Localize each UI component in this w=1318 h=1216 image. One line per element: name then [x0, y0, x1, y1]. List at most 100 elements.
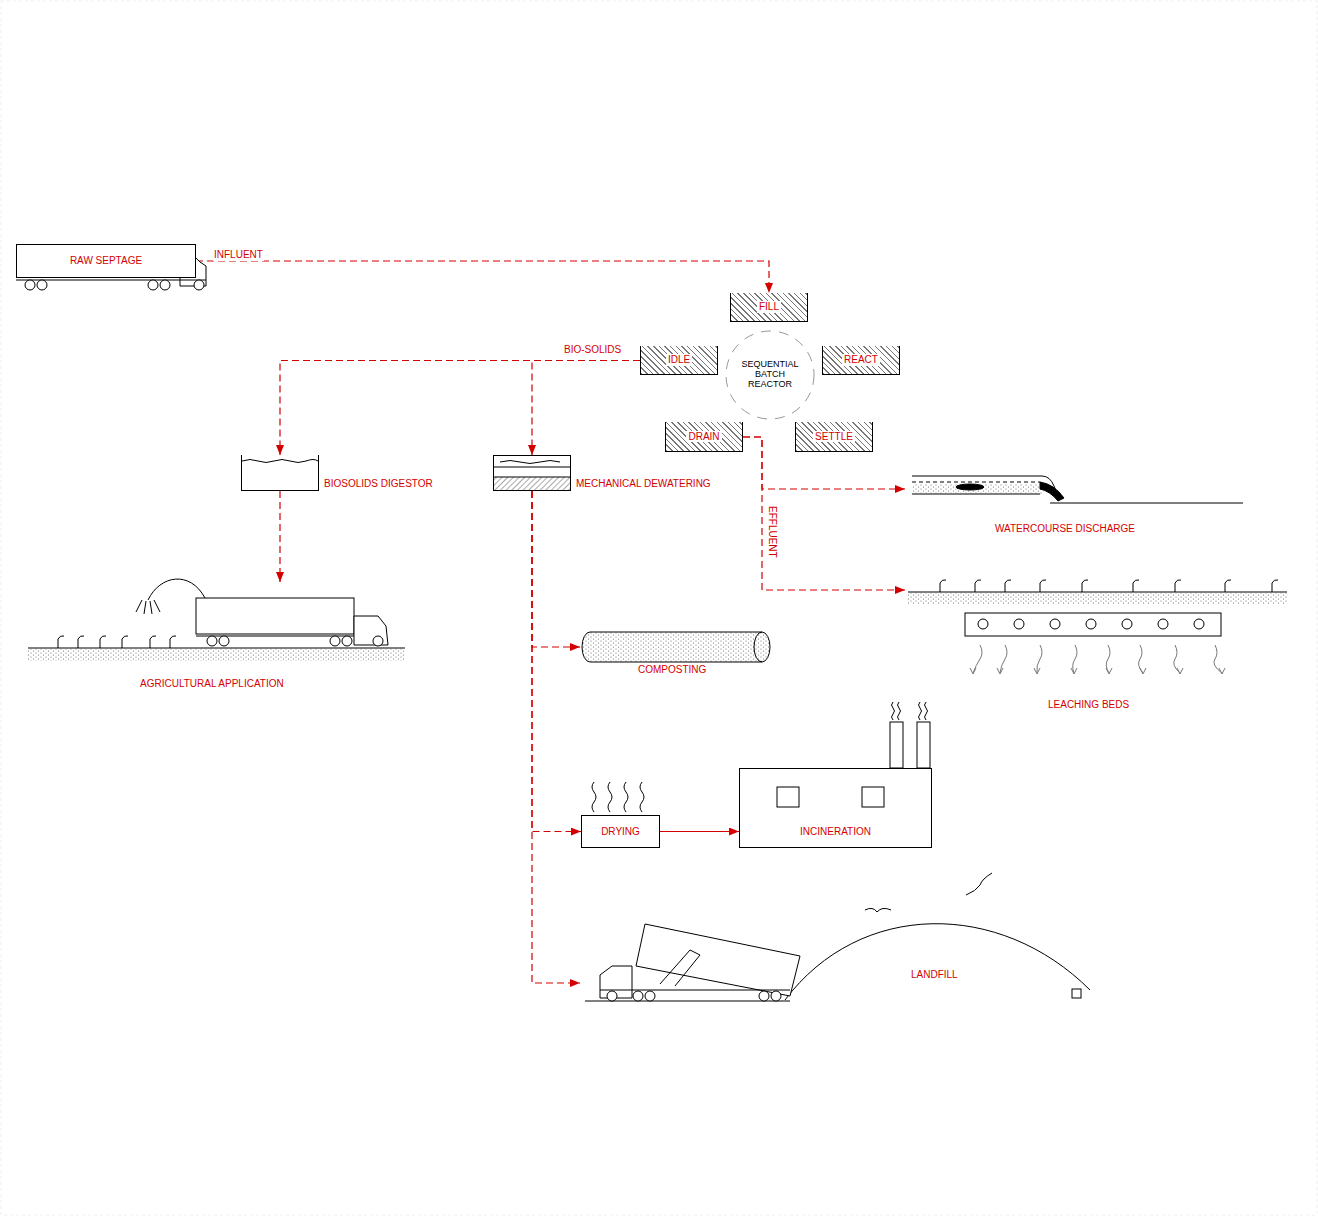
plant-sprout [1133, 580, 1139, 592]
agricultural-scene [330, 636, 340, 646]
septage-truck-cab [37, 280, 47, 290]
leaching-scene [978, 619, 988, 629]
landfill-scene [660, 950, 700, 986]
agricultural-scene [28, 579, 405, 661]
agricultural-scene [28, 649, 405, 661]
agricultural-scene [196, 636, 354, 637]
landfill-scene [645, 991, 655, 1001]
flow-connector [532, 361, 640, 456]
landfill-scene [636, 924, 800, 996]
smoke-line [919, 702, 922, 720]
seepage-arrowhead [1071, 668, 1077, 674]
seepage-arrowhead [1140, 668, 1146, 674]
seepage-arrowhead [970, 668, 976, 674]
smoke-line [898, 702, 901, 720]
landfill-scene [585, 1001, 790, 1002]
steam-line [624, 782, 628, 812]
seepage-arrowhead [1177, 668, 1183, 674]
plant-sprout [170, 636, 176, 648]
plant-sprout [100, 636, 106, 648]
leaching-scene [1014, 619, 1024, 629]
node-label: AGRICULTURAL APPLICATION [140, 678, 284, 690]
discharge-area: WATERCOURSE DISCHARGE [905, 465, 1245, 540]
repeated-strokes [58, 580, 1278, 812]
digestor-tank: BIOSOLIDS DIGESTOR [241, 455, 319, 491]
leaching-scene [1158, 619, 1168, 629]
watercourse-scene [1040, 482, 1064, 501]
node-label: SEQUENTIAL BATCH REACTOR [739, 360, 801, 390]
leaching-scene [1050, 619, 1060, 629]
compost-windrow [754, 632, 762, 662]
flow-connector [743, 437, 905, 590]
leaching-field: LEACHING BEDS [905, 568, 1290, 713]
digestor-liquid [242, 460, 318, 463]
agricultural-scene [373, 636, 383, 646]
landfill-scene [759, 991, 769, 1001]
sbr-tank: REACT [822, 346, 900, 375]
landfill-scene [607, 991, 617, 1001]
compost-windrow [582, 632, 770, 662]
flow-label: INFLUENT [213, 249, 264, 261]
flow-connector [660, 831, 739, 832]
plant-sprout [1040, 580, 1046, 592]
node-label: BIOSOLIDS DIGESTOR [324, 478, 433, 490]
incinerator-details [890, 722, 903, 768]
leaching-scene [1086, 619, 1096, 629]
flow-connector [532, 491, 580, 983]
incinerator-details [917, 722, 930, 768]
leaching-scene [908, 592, 1287, 593]
landfill-scene [1072, 989, 1081, 998]
leaching-scene [908, 592, 1287, 636]
dewatering-unit: MECHANICAL DEWATERING [493, 455, 571, 491]
sbr-tank: FILL [730, 293, 808, 322]
node-label: LANDFILL [911, 969, 958, 981]
agricultural-scene [342, 636, 352, 646]
incinerator-details [777, 722, 930, 807]
flow-label: EFFLUENT [766, 505, 778, 559]
seepage-arrowhead [1219, 668, 1225, 674]
landfill-scene [865, 908, 891, 912]
plant-sprout [78, 636, 84, 648]
node-label: DRAIN [686, 431, 721, 443]
cycle-ring [726, 331, 814, 419]
flow-connector [280, 361, 640, 456]
plant-sprout [1225, 580, 1231, 592]
smoke-line [925, 702, 928, 720]
drying-unit: DRYING [581, 815, 660, 848]
agricultural-scene [207, 636, 217, 646]
truck-trailer: RAW SEPTAGE [16, 244, 196, 278]
watercourse-scene [912, 484, 1042, 494]
plant-sprout [975, 580, 981, 592]
plant-sprout [122, 636, 128, 648]
septage-truck-cab [194, 280, 204, 290]
leaching-scene [1194, 619, 1204, 629]
steam-line [592, 782, 596, 812]
flow-connector [196, 261, 769, 293]
leaching-scene [1122, 619, 1132, 629]
compost-windrow [582, 632, 770, 662]
plant-sprout [1005, 580, 1011, 592]
node-label: SETTLE [813, 431, 855, 443]
landfill-scene [633, 991, 643, 1001]
leaching-scene [908, 593, 1287, 604]
flow-connector [279, 491, 280, 582]
node-label: FILL [757, 301, 781, 313]
flow-label: BIO-SOLIDS [563, 344, 622, 356]
node-label: LEACHING BEDS [1048, 699, 1129, 711]
landfill-scene [600, 990, 790, 991]
watercourse-scene [956, 484, 984, 490]
sbr-tank: DRAIN [665, 422, 743, 452]
landfill-scene [771, 991, 781, 1001]
agricultural-scene [28, 648, 405, 649]
dewatering-layers [493, 477, 571, 478]
plant-sprout [1272, 580, 1278, 592]
plant-sprout [1082, 580, 1088, 592]
reactor-circle: SEQUENTIAL BATCH REACTOR [730, 335, 810, 415]
septage-truck-cab [25, 280, 35, 290]
agricultural-scene [148, 579, 205, 600]
flow-connector [532, 491, 581, 832]
steam-line [640, 782, 644, 812]
node-label: REACT [842, 354, 880, 366]
